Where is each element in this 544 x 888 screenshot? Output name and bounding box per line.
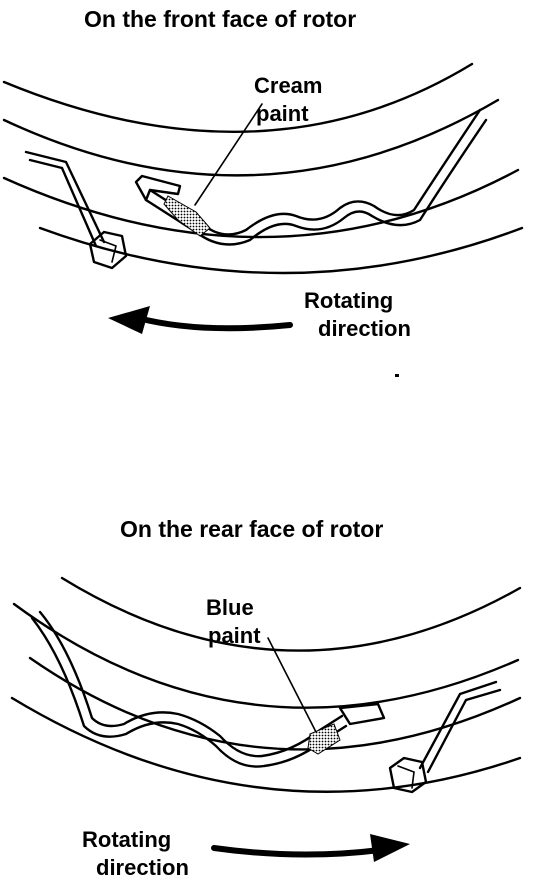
front-rotating-direction-label: Rotating direction	[304, 287, 411, 343]
blue-paint-line1: Blue	[206, 595, 254, 620]
rear-rotating-line2: direction	[96, 855, 189, 880]
wave-spring	[30, 616, 348, 768]
rotating-arrow-shaft	[211, 845, 383, 858]
cream-paint-label: Cream paint	[254, 72, 322, 128]
rotor-arc	[2, 168, 520, 239]
rotor-arc	[60, 576, 522, 652]
wave-spring	[144, 118, 488, 246]
front-rotating-line2: direction	[318, 316, 411, 341]
rotor-arc	[10, 696, 522, 793]
mount-nut	[388, 756, 428, 794]
rotor-arc	[2, 98, 500, 177]
mount-arm	[28, 158, 98, 248]
rotor-arc	[12, 602, 520, 709]
cream-paint-line1: Cream	[254, 73, 323, 98]
mount-nut	[88, 230, 128, 270]
rear-rotor-diagram	[10, 576, 522, 862]
rear-face-title: On the rear face of rotor	[120, 516, 384, 542]
rear-rotating-direction-label: Rotating direction	[82, 826, 189, 882]
wave-spring	[38, 610, 344, 758]
spring-hook	[134, 174, 182, 202]
front-rotor-diagram	[2, 62, 524, 377]
paint-leader-line	[267, 637, 317, 733]
rotating-arrow-head	[370, 834, 410, 862]
mount-arm	[24, 150, 106, 244]
wave-spring	[148, 108, 482, 236]
paint-patch	[163, 195, 211, 237]
rotating-arrow-head	[108, 306, 150, 334]
front-rotating-line1: Rotating	[304, 288, 394, 313]
rear-rotating-line1: Rotating	[82, 827, 172, 852]
rotor-arc	[2, 62, 474, 133]
front-face-title: On the front face of rotor	[84, 6, 357, 32]
paint-leader-line	[194, 103, 263, 206]
blue-paint-line2: paint	[208, 623, 261, 648]
cream-paint-line2: paint	[256, 101, 309, 126]
mount-arm	[418, 680, 498, 770]
blue-paint-label: Blue paint	[206, 594, 261, 650]
rotor-arc	[38, 226, 524, 275]
mount-arm	[426, 688, 502, 774]
rotor-arc	[28, 656, 522, 751]
spring-hook	[338, 702, 386, 726]
paint-patch	[307, 723, 341, 755]
rotating-arrow-shaft	[135, 315, 293, 332]
